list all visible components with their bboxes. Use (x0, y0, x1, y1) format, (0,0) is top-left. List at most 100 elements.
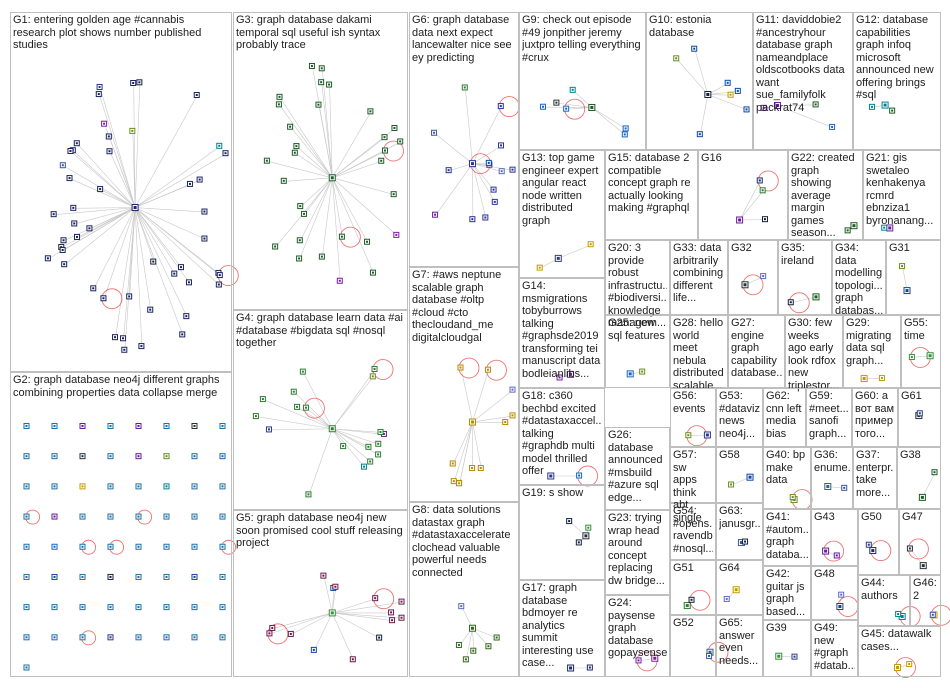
cluster-g60[interactable]: G60: а вот вам пример того... (852, 388, 898, 447)
network-g19 (566, 518, 592, 546)
cluster-label: G52 (673, 617, 694, 629)
cluster-g45[interactable]: G45: datawalk cases... (858, 626, 941, 677)
cluster-g35[interactable]: G35: ireland (778, 240, 832, 315)
cluster-g25[interactable]: G25: new sql features (605, 315, 670, 388)
cluster-label: G13: top game engineer expert angular re… (522, 152, 599, 227)
network-g18 (547, 465, 599, 487)
cluster-g19[interactable]: G19: s show (519, 485, 605, 580)
network-g45 (894, 657, 916, 678)
cluster-label: G17: graph database bdmoyer re analytics… (522, 582, 594, 669)
cluster-g10[interactable]: G10: estonia database (646, 12, 753, 150)
cluster-g18[interactable]: G18: c360 bechbd excited #datastaxaccel.… (519, 388, 605, 485)
cluster-label: G34: data modelling topologi... graph da… (835, 242, 883, 317)
cluster-label: G58 (719, 449, 740, 461)
cluster-label: G21: gis swetaleo kenhakenya rcmrd ebnzi… (866, 152, 934, 227)
cluster-g5[interactable]: G5: graph database neo4j new soon promis… (233, 510, 408, 677)
network-g8 (455, 603, 500, 663)
cluster-g23[interactable]: G23: trying wrap head around concept rep… (605, 510, 670, 595)
cluster-label: G39 (766, 622, 787, 634)
cluster-g50[interactable]: G50 (858, 509, 899, 575)
cluster-g65[interactable]: G65: answer even needs... (716, 615, 763, 677)
cluster-g51[interactable]: G51 (670, 560, 716, 615)
network-g16 (736, 170, 779, 224)
cluster-g16[interactable]: G16 (698, 150, 788, 240)
cluster-g61[interactable]: G61 (898, 388, 941, 447)
cluster-g30[interactable]: G30: few weeks ago early look rdfox new … (785, 315, 843, 392)
cluster-g24[interactable]: G24: paysense graph database gopaysense (605, 595, 670, 677)
cluster-g34[interactable]: G34: data modelling topologi... graph da… (832, 240, 886, 317)
cluster-g13[interactable]: G13: top game engineer expert angular re… (519, 150, 605, 278)
cluster-g14[interactable]: G14: msmigrations tobyburrows talking #g… (519, 278, 605, 388)
network-g11 (760, 101, 836, 130)
network-g6 (431, 84, 520, 223)
cluster-g1[interactable]: G1: entering golden age #cannabis resear… (10, 12, 232, 372)
cluster-g26[interactable]: G26: database announced #msbuild #azure … (605, 427, 670, 510)
cluster-g27[interactable]: G27: engine graph capability database... (728, 315, 785, 388)
cluster-g15[interactable]: G15: database 2 compatible concept graph… (605, 150, 698, 240)
cluster-g12[interactable]: G12: database capabilities graph infoq m… (853, 12, 941, 150)
cluster-g29[interactable]: G29: migrating data sql graph... (843, 315, 901, 388)
cluster-g6[interactable]: G6: graph database data next expect lanc… (409, 12, 519, 267)
cluster-g59[interactable]: G59: #meet... sanofi graph... (806, 388, 852, 447)
cluster-g28[interactable]: G28: hello world meet nebula distributed… (670, 315, 728, 392)
network-g14 (556, 370, 575, 381)
cluster-g39[interactable]: G39 (763, 620, 811, 677)
cluster-g49[interactable]: G49: new #graph #datab... (811, 620, 858, 677)
cluster-g38[interactable]: G38 (897, 447, 941, 509)
cluster-label: G29: migrating data sql graph... (846, 317, 892, 367)
cluster-g21[interactable]: G21: gis swetaleo kenhakenya rcmrd ebnzi… (863, 150, 941, 240)
cluster-label: G24: paysense graph database gopaysense (608, 597, 667, 659)
cluster-g9[interactable]: G9: check out episode #49 jonpither jere… (519, 12, 646, 150)
network-g12 (868, 101, 896, 114)
cluster-g42[interactable]: G42: guitar js graph based... (763, 566, 811, 620)
cluster-label: G42: guitar js graph based... (766, 568, 806, 618)
cluster-g62[interactable]: G62: cnn left media bias (763, 388, 806, 447)
cluster-g52[interactable]: G52 (670, 615, 716, 677)
cluster-g20[interactable]: G20: 3 provide robust infrastructu... #b… (605, 240, 670, 329)
cluster-label: G37: enterpr... take more... (856, 449, 894, 499)
cluster-g44[interactable]: G44: authors (858, 575, 910, 626)
cluster-g36[interactable]: G36: enume... (811, 447, 853, 509)
cluster-g56[interactable]: G56: events (670, 388, 716, 447)
cluster-label: G19: s show (522, 487, 584, 499)
cluster-g53[interactable]: G53: #dataviz news neo4j... (716, 388, 763, 447)
cluster-g3[interactable]: G3: graph database dakami temporal sql u… (233, 12, 408, 310)
cluster-g40[interactable]: G40: bp make data (763, 447, 811, 509)
cluster-label: G36: enume... (814, 449, 850, 474)
cluster-g11[interactable]: G11: daviddobie2 #ancestryhour database … (753, 12, 853, 150)
cluster-g31[interactable]: G31 (886, 240, 941, 315)
cluster-g64[interactable]: G64 (716, 560, 763, 615)
network-g64 (723, 586, 740, 602)
cluster-g8[interactable]: G8: data solutions datastax graph #datas… (409, 502, 519, 677)
cluster-g41[interactable]: G41: #autom... graph databa... (763, 509, 811, 566)
cluster-g4[interactable]: G4: graph database learn data #ai #datab… (233, 310, 408, 510)
cluster-g58[interactable]: G58 (716, 447, 763, 503)
cluster-label: G48 (814, 568, 835, 580)
cluster-g37[interactable]: G37: enterpr... take more... (853, 447, 897, 509)
cluster-g17[interactable]: G17: graph database bdmoyer re analytics… (519, 580, 605, 677)
cluster-label: G43 (814, 511, 835, 523)
cluster-g47[interactable]: G47 (899, 509, 941, 575)
cluster-g22[interactable]: G22: created graph showing average margi… (788, 150, 863, 240)
cluster-g55[interactable]: G55: time (901, 315, 941, 388)
cluster-g43[interactable]: G43 (811, 509, 858, 566)
cluster-g63[interactable]: G63: janusgr... (716, 503, 763, 560)
cluster-label: G1: entering golden age #cannabis resear… (13, 14, 202, 51)
network-g21 (881, 224, 894, 232)
cluster-g48[interactable]: G48 (811, 566, 858, 620)
cluster-label: G4: graph database learn data #ai #datab… (236, 312, 403, 349)
network-g61 (915, 410, 923, 420)
cluster-label: G14: msmigrations tobyburrows talking #g… (522, 280, 601, 380)
network-g17 (567, 664, 593, 672)
cluster-label: G31 (889, 242, 910, 254)
cluster-label: G5: graph database neo4j new soon promis… (236, 512, 403, 549)
cluster-g33[interactable]: G33: data arbitrarily combining differen… (670, 240, 728, 315)
cluster-g46[interactable]: G46: 2 (910, 575, 941, 626)
cluster-g32[interactable]: G32 (728, 240, 778, 315)
cluster-g57[interactable]: G57: sw apps think abt single (670, 447, 716, 524)
network-g47 (906, 538, 929, 570)
cluster-g2[interactable]: G2: graph database neo4j different graph… (10, 372, 232, 677)
cluster-g7[interactable]: G7: #aws neptune scalable graph database… (409, 267, 519, 502)
cluster-g54[interactable]: G54: #opens... ravendb #nosql... (670, 503, 716, 560)
